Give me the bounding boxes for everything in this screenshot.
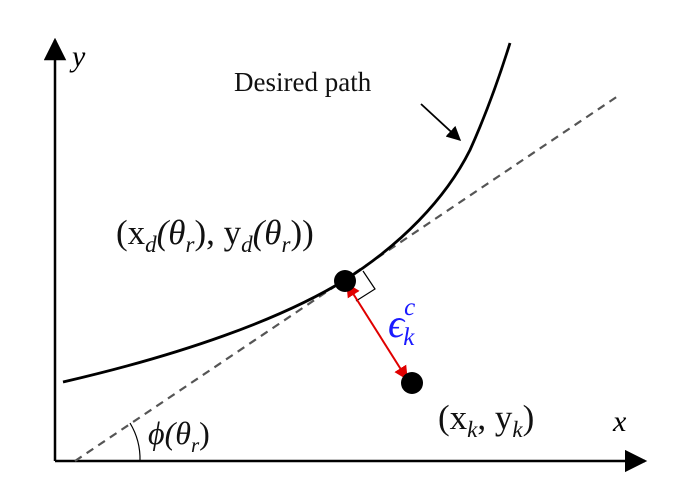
vehicle-point <box>401 372 423 394</box>
x-axis-label: x <box>612 405 627 438</box>
y-axis-label: y <box>69 40 86 73</box>
contouring-error-arrow <box>346 282 408 381</box>
reference-point <box>334 270 356 292</box>
reference-point-label: (xd(θr), yd(θr)) <box>116 213 314 257</box>
angle-arc <box>129 422 141 462</box>
angle-label: ϕ(θr) <box>148 415 210 457</box>
desired-path-curve <box>62 42 512 384</box>
desired-path-callout-arrow <box>420 103 462 141</box>
desired-path-label: Desired path <box>234 67 372 97</box>
right-angle-marker <box>355 270 376 302</box>
vehicle-point-label: (xk, yk) <box>438 398 534 442</box>
